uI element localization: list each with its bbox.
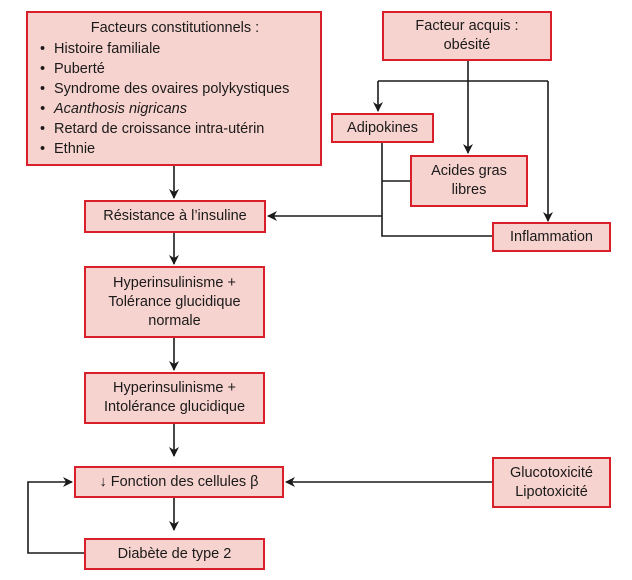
hyper-intolerance-line1: Hyperinsulinisme + xyxy=(113,380,236,396)
list-item: Acanthosis nigricans xyxy=(40,99,310,119)
hyperinsulinism-normal-tolerance-box: Hyperinsulinisme + Tolérance glucidique … xyxy=(84,266,265,338)
fatty-acids-line2: libres xyxy=(451,182,487,198)
beta-cell-function-box: ↓ Fonction des cellules β xyxy=(74,466,284,498)
list-item: Histoire familiale xyxy=(40,39,310,59)
beta-cell-function-label: ↓ Fonction des cellules β xyxy=(99,473,259,490)
inflammation-box: Inflammation xyxy=(492,222,611,252)
hyper-intolerance-line2: Intolérance glucidique xyxy=(103,399,246,415)
insulin-resistance-box: Résistance à l’insuline xyxy=(84,200,266,233)
insulin-resistance-label: Résistance à l’insuline xyxy=(103,208,247,224)
fatty-acids-line1: Acides gras xyxy=(431,163,507,179)
hyperinsulinism-intolerance-box: Hyperinsulinisme + Intolérance glucidiqu… xyxy=(84,372,265,424)
hyper-normal-line2: Tolérance glucidique xyxy=(108,293,241,310)
hyper-normal-line3: normale xyxy=(148,312,201,329)
lipotoxicity-label: Lipotoxicité xyxy=(515,483,588,500)
acquired-factor-label: Facteur acquis : xyxy=(415,18,519,34)
constitutional-factors-box: Facteurs constitutionnels : Histoire fam… xyxy=(26,11,322,166)
glucotoxicity-label: Glucotoxicité xyxy=(509,464,593,481)
list-item: Syndrome des ovaires polykystiques xyxy=(40,79,310,99)
list-item: Ethnie xyxy=(40,139,310,159)
acquired-factor-box: Facteur acquis : obésité xyxy=(382,11,552,61)
inflammation-label: Inflammation xyxy=(509,228,593,245)
toxicity-box: Glucotoxicité Lipotoxicité xyxy=(492,457,611,508)
fatty-acids-box: Acides gras libres xyxy=(410,155,528,207)
arrow-diabetes-feedback-to-beta xyxy=(27,477,84,554)
adipokines-label: Adipokines xyxy=(347,119,418,136)
line-adipokines-collector xyxy=(381,141,492,237)
hyper-normal-line1: Hyperinsulinisme + xyxy=(113,274,236,291)
type2-diabetes-label: Diabète de type 2 xyxy=(117,545,232,562)
list-item: Retard de croissance intra-utérin xyxy=(40,119,310,139)
constitutional-factors-list: Histoire familiale Puberté Syndrome des … xyxy=(40,39,310,159)
list-item: Puberté xyxy=(40,59,310,79)
constitutional-title: Facteurs constitutionnels : xyxy=(90,20,260,36)
adipokines-box: Adipokines xyxy=(331,113,434,143)
acquired-factor-value: obésité xyxy=(443,37,491,53)
type2-diabetes-box: Diabète de type 2 xyxy=(84,538,265,570)
